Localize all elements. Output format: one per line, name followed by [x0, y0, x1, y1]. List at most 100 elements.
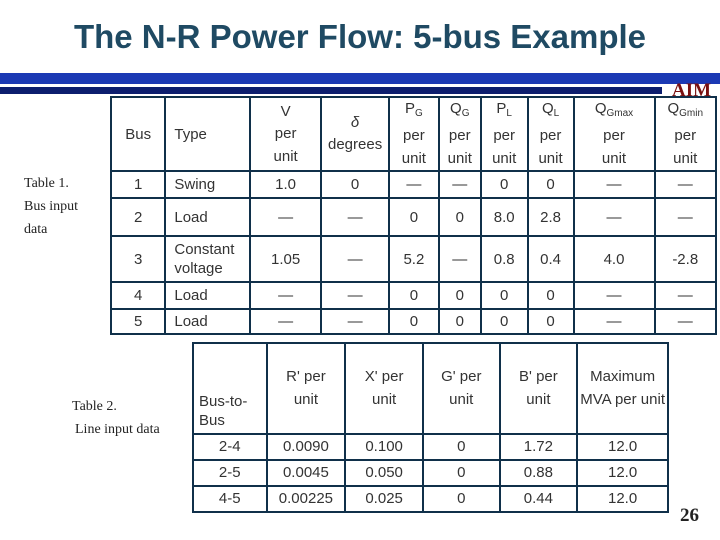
table-cell: 5.2	[387, 235, 440, 283]
table-cell: 0	[437, 197, 482, 237]
header-subscript: Gmax	[606, 108, 634, 119]
table-cell: 0	[387, 308, 440, 335]
table-cell: 12.0	[576, 432, 669, 461]
table-cell: —	[320, 235, 390, 283]
header-label: P	[496, 100, 507, 117]
header-unit: per unit	[273, 124, 298, 165]
table-cell: 0	[421, 484, 501, 514]
table-cell: —	[320, 197, 390, 237]
column-header: B' per unit	[498, 342, 579, 435]
header-label: Q	[667, 100, 680, 117]
header-subscript: L	[506, 108, 512, 119]
header-symbol: QGmax	[577, 98, 652, 124]
table-cell: —	[572, 308, 656, 335]
table-cell: -2.8	[653, 235, 717, 283]
header-symbol: PL	[484, 98, 525, 124]
column-header: Bus	[109, 96, 167, 172]
table-cell: 0	[387, 197, 440, 237]
header-subscript: G	[414, 108, 423, 119]
table-cell: 0	[421, 458, 501, 487]
header-symbol: PG	[392, 98, 436, 124]
table-cell: —	[653, 281, 717, 310]
header-unit: per unit	[538, 127, 563, 167]
column-header: Maximum MVA per unit	[576, 342, 669, 435]
column-header: Bus-to-Bus	[192, 342, 268, 435]
header-unit: per unit	[447, 127, 472, 167]
table-cell: —	[249, 308, 323, 335]
table-cell: 0.00225	[265, 484, 347, 514]
header-unit: per unit	[601, 127, 627, 167]
header-label: Bus	[125, 125, 152, 143]
table-cell: Load	[164, 308, 252, 335]
column-header: QG per unit	[437, 96, 482, 172]
column-header: Type	[164, 96, 252, 172]
header-symbol: QG	[442, 98, 478, 124]
table-cell: 0	[421, 432, 501, 461]
header-label: Type	[174, 125, 207, 143]
header-symbol: QL	[531, 98, 571, 124]
table-cell: 2	[109, 197, 167, 237]
header-symbol: QGmin	[658, 98, 714, 124]
table-cell: 0.88	[498, 458, 579, 487]
header-bar	[0, 73, 720, 84]
table-cell: 4	[109, 281, 167, 310]
header-label: Q	[594, 100, 607, 117]
caption-line: Line input data	[75, 422, 160, 437]
table-cell: 0	[320, 170, 390, 199]
table-cell: 12.0	[576, 484, 669, 514]
table1-caption: Table 1. Bus input data	[24, 172, 78, 241]
table-cell: 2.8	[526, 197, 575, 237]
slide-title: The N-R Power Flow: 5-bus Example	[73, 18, 647, 55]
table-cell: —	[572, 197, 656, 237]
header-symbol: V	[253, 101, 318, 122]
table-cell: 4.0	[572, 235, 656, 283]
table-cell: 2-5	[192, 458, 268, 487]
table-cell: 0.050	[344, 458, 424, 487]
table-cell: —	[249, 281, 323, 310]
aim-logo: AIM	[672, 80, 712, 101]
page-number: 26	[680, 505, 699, 526]
table-cell: 2-4	[192, 432, 268, 461]
table-cell: 12.0	[576, 458, 669, 487]
table-cell: 0	[437, 308, 482, 335]
caption-line: Table 1.	[24, 176, 69, 191]
table2-caption: Table 2. Line input data	[72, 395, 160, 441]
table-cell: —	[437, 170, 482, 199]
table-cell: Load	[164, 197, 252, 237]
table-cell: 0.0045	[265, 458, 347, 487]
column-header: X' per unit	[344, 342, 424, 435]
caption-line: Table 2.	[72, 399, 117, 414]
table-cell: 0	[479, 170, 529, 199]
header-subscript: L	[553, 108, 560, 119]
table-cell: 0.0090	[265, 432, 347, 461]
header-label: V	[280, 102, 291, 120]
column-header: G' per unit	[421, 342, 501, 435]
column-header: QGmax per unit	[572, 96, 656, 172]
column-header: R' per unit	[265, 342, 347, 435]
table-cell: 0.025	[344, 484, 424, 514]
header-bar-dark	[0, 87, 662, 94]
table-cell: —	[653, 197, 717, 237]
table-cell: —	[387, 170, 440, 199]
caption-line: data	[24, 222, 48, 237]
table-cell: 1.05	[249, 235, 323, 283]
table-cell: 0	[526, 170, 575, 199]
table-cell: 3	[109, 235, 167, 283]
table-cell: 8.0	[479, 197, 529, 237]
table-cell: 0.100	[344, 432, 424, 461]
table-cell: —	[320, 308, 390, 335]
table-cell: 4-5	[192, 484, 268, 514]
table-cell: 0.8	[479, 235, 529, 283]
